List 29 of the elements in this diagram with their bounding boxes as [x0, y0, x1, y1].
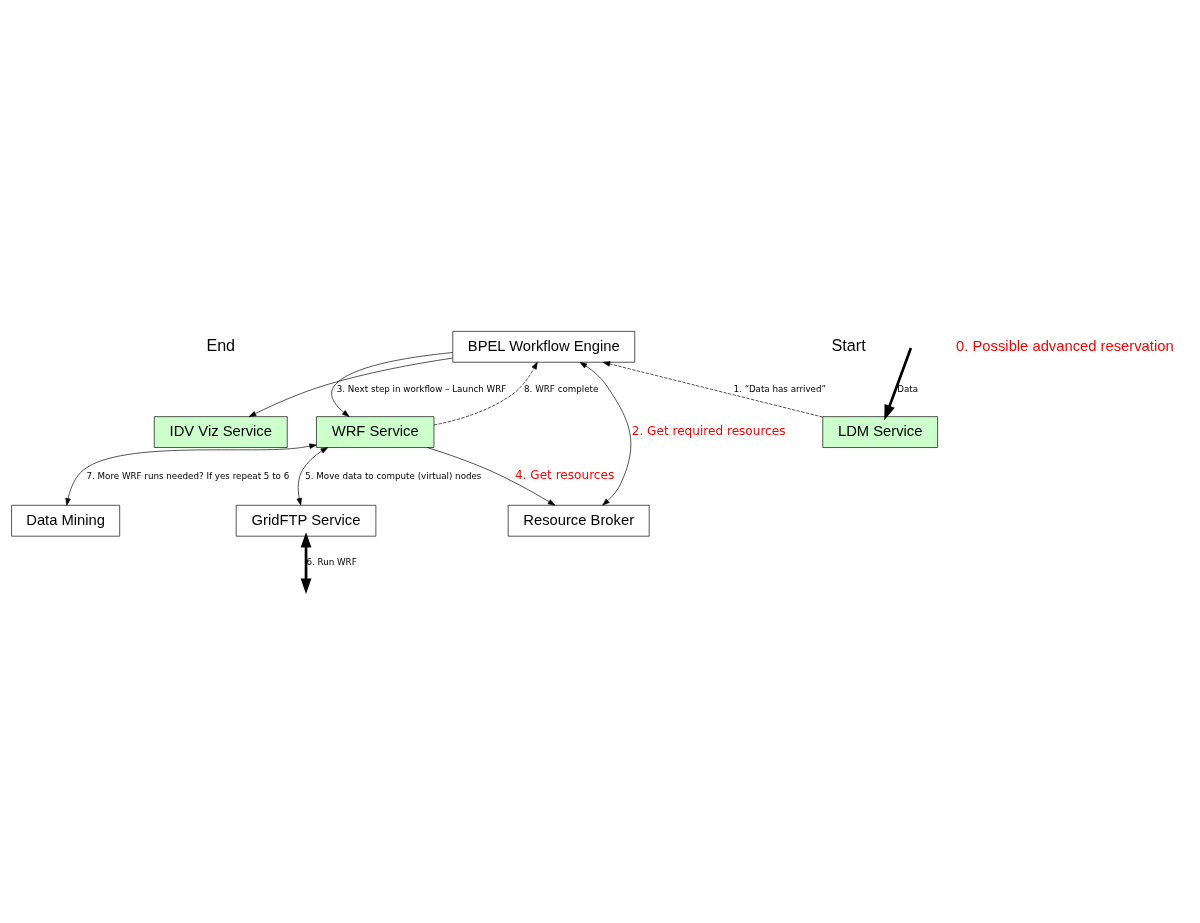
arrow [65, 443, 317, 506]
arrow [248, 357, 453, 417]
arrow [296, 447, 329, 506]
node-box: LDM Service [822, 416, 938, 448]
arrow [433, 361, 538, 426]
arrow [884, 347, 913, 421]
arrow [579, 362, 632, 506]
node-box: GridFTP Service [235, 504, 377, 537]
arrow [427, 447, 556, 506]
label: 0. Possible advanced reservation [956, 337, 1174, 354]
edge-label: 1. “Data has arrived” [733, 384, 827, 395]
node-box: Data Mining [11, 504, 121, 537]
edge-label: Data [897, 384, 919, 395]
edge-label: 3. Next step in workflow – Launch WRF [336, 384, 507, 395]
label: End [206, 335, 236, 354]
arrow [331, 352, 453, 417]
node-box: Resource Broker [507, 504, 650, 537]
edge-label: 6. Run WRF [306, 557, 357, 568]
edge-label: 5. Move data to compute (virtual) nodes [305, 470, 482, 481]
edge-label: 4. Get resources [514, 468, 615, 483]
arrow [602, 361, 823, 418]
node-box: WRF Service [316, 416, 435, 448]
arrow [300, 532, 312, 594]
edge-label: 2. Get required resources [631, 424, 786, 439]
label: Start [831, 335, 866, 354]
edge-label: 8. WRF complete [524, 384, 599, 395]
edge-label: 7. More WRF runs needed? If yes repeat 5 to 6 [86, 470, 290, 481]
node-box: IDV Viz Service [153, 416, 288, 448]
node-box: BPEL Workflow Engine [452, 331, 636, 363]
